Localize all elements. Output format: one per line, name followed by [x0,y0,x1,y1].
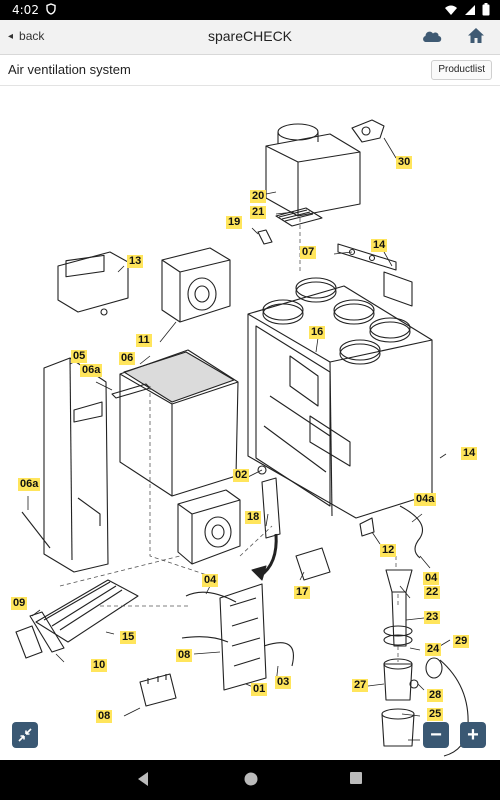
app-title: spareCHECK [207,28,293,44]
part-label-07[interactable]: 07 [300,246,317,259]
part-label-28[interactable]: 28 [427,689,444,702]
part-label-01[interactable]: 01 [251,683,268,696]
part-label-14-top[interactable]: 14 [371,239,388,252]
part-label-09[interactable]: 09 [11,597,28,610]
battery-icon [482,3,490,19]
part-label-15[interactable]: 15 [120,631,137,644]
part-label-05[interactable]: 05 [71,350,88,363]
zoom-out-button[interactable]: − [423,722,449,748]
nav-home-icon[interactable] [243,771,259,792]
back-arrow-icon: ◂ [8,30,14,42]
part-label-04-right[interactable]: 04 [423,572,440,585]
part-label-13[interactable]: 13 [127,255,144,268]
parts-drawing [15,119,469,757]
part-label-02[interactable]: 02 [233,469,250,482]
nav-recents-icon[interactable] [349,771,363,790]
part-label-22[interactable]: 22 [424,586,441,599]
part-label-03[interactable]: 03 [275,676,292,689]
part-label-27[interactable]: 27 [352,679,369,692]
part-label-20[interactable]: 20 [250,190,267,203]
collapse-arrows-icon [18,728,32,742]
part-label-04a[interactable]: 04a [414,493,437,506]
part-label-06a-top[interactable]: 06a [80,364,103,377]
status-bar: 4:02 [0,0,500,20]
productlist-button[interactable]: Productlist [431,60,492,80]
part-label-11[interactable]: 11 [136,334,152,347]
part-label-18[interactable]: 18 [245,511,262,524]
clock: 4:02 [12,3,39,17]
back-label: back [19,29,45,43]
section-header: Air ventilation system Productlist [0,55,500,86]
part-label-06a-left[interactable]: 06a [18,478,41,491]
part-label-12[interactable]: 12 [380,544,397,557]
signal-icon [464,4,476,19]
status-icons [444,3,490,19]
fit-view-button[interactable] [12,722,38,748]
system-navigation-bar [0,760,500,800]
part-label-06[interactable]: 06 [119,352,136,365]
shield-icon [46,3,56,18]
app-bar: ◂ back spareCHECK [0,20,500,55]
nav-back-icon[interactable] [136,771,150,792]
part-label-21[interactable]: 21 [250,206,267,219]
part-label-14-side[interactable]: 14 [461,447,478,460]
part-label-16[interactable]: 16 [309,326,326,339]
section-title: Air ventilation system [8,62,131,77]
part-label-17[interactable]: 17 [294,586,311,599]
part-label-25[interactable]: 25 [427,708,444,721]
wifi-icon [444,4,458,19]
part-label-04-center[interactable]: 04 [202,574,219,587]
part-label-08-center[interactable]: 08 [176,649,193,662]
part-label-08-bottom[interactable]: 08 [96,710,113,723]
part-label-24[interactable]: 24 [425,643,442,656]
part-label-19[interactable]: 19 [226,216,243,229]
back-button[interactable]: ◂ back [8,29,44,43]
exploded-parts-diagram: 30 20 21 19 07 14 13 11 16 05 06 06a 14 … [0,86,500,760]
part-label-29[interactable]: 29 [453,635,470,648]
part-label-23[interactable]: 23 [424,611,441,624]
cloud-icon[interactable] [421,26,443,51]
home-icon[interactable] [466,26,486,51]
part-label-10[interactable]: 10 [91,659,108,672]
zoom-in-button[interactable]: + [460,722,486,748]
part-label-30[interactable]: 30 [396,156,413,169]
